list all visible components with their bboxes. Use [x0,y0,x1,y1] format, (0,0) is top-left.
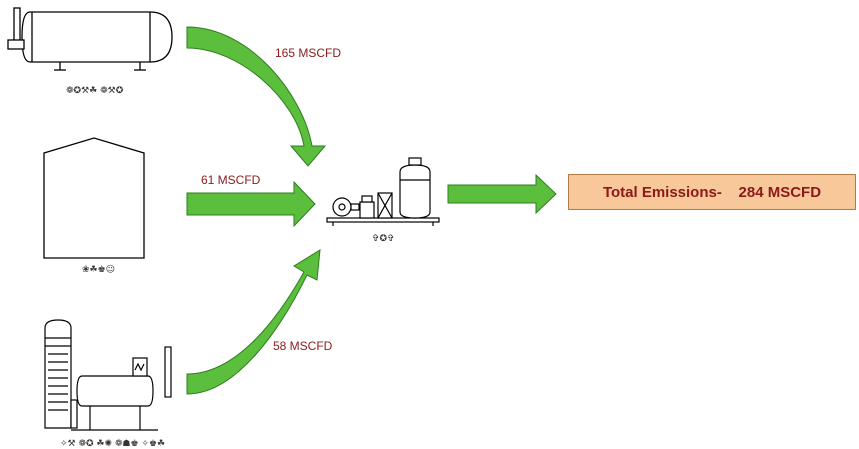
hub-caption: ✞✪✞ [372,234,395,244]
dehydrator-column-caption: ✧⚒ ❁✪ ☘✺ ❁☗♚ ✧♚☘ [60,439,165,449]
storage-tank-icon [43,137,145,259]
total-emissions-box: Total Emissions- 284 MSCFD [568,174,856,210]
flow-arrow-middle [186,180,316,228]
flow-arrow-top [186,26,327,167]
compressor-skid-icon [326,157,440,226]
storage-tank-caption: ❀☘♚☺ [82,264,115,275]
flow-arrow-output [447,173,557,215]
flow-label-top: 165 MSCFD [275,46,341,60]
flow-label-bottom: 58 MSCFD [273,339,333,353]
horizontal-tank-caption: ❁✪⚒☘ ❁⚒✪ [66,86,124,96]
dehydrator-column-icon [44,319,172,431]
horizontal-tank-icon [7,7,173,71]
flow-arrow-bottom [186,249,321,395]
flow-label-middle: 61 MSCFD [201,173,261,187]
